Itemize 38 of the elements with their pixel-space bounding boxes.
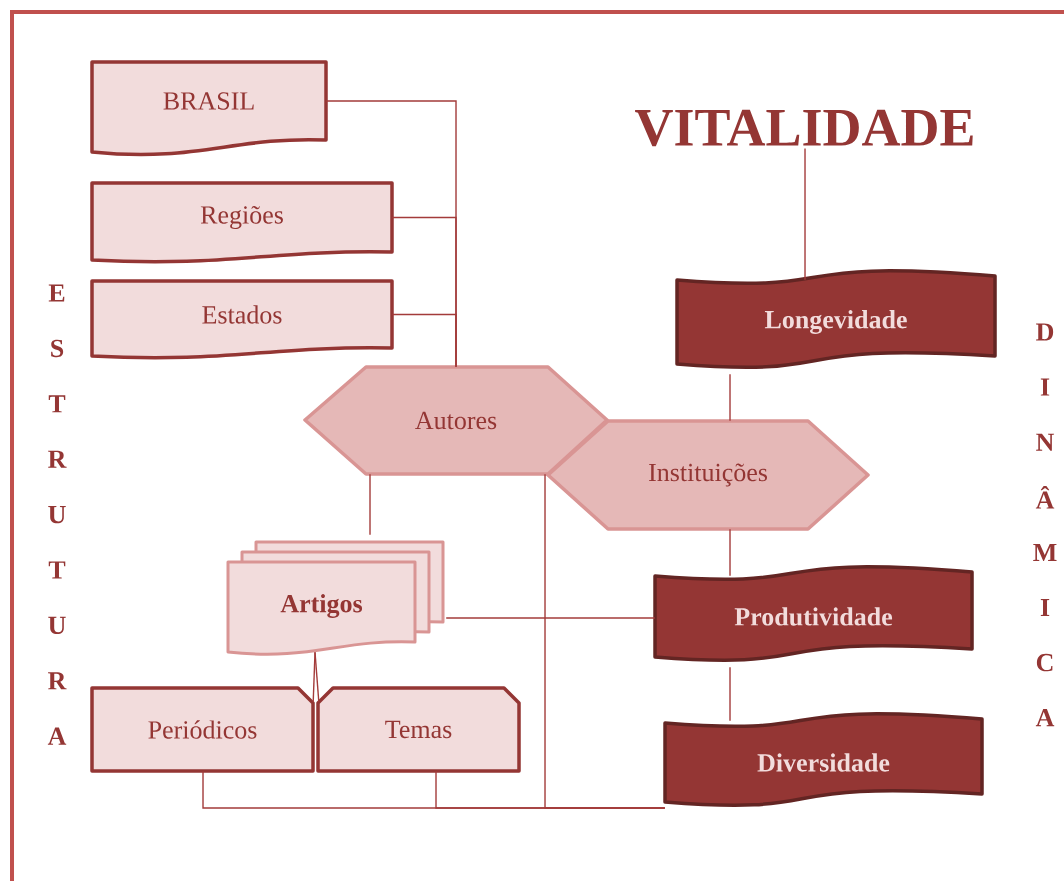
connector-line bbox=[435, 770, 666, 809]
vertical-heading-letter: Â bbox=[1035, 486, 1055, 509]
vertical-heading-letter: E bbox=[48, 284, 65, 302]
connector-line bbox=[729, 373, 731, 422]
document-box: Estados bbox=[90, 279, 394, 360]
connector-line bbox=[369, 473, 371, 536]
banner-box: Produtividade bbox=[653, 565, 974, 663]
vertical-heading-letter: A bbox=[47, 727, 67, 745]
connector-line bbox=[804, 147, 806, 281]
document-box: BRASIL bbox=[90, 60, 328, 157]
vertical-heading-letter: R bbox=[48, 672, 67, 690]
hexagon-box: Autores bbox=[303, 365, 609, 476]
connector-line bbox=[729, 666, 731, 722]
vertical-heading-letter: T bbox=[48, 395, 66, 413]
vertical-heading-letter: N bbox=[1036, 433, 1055, 451]
vertical-heading-letter: R bbox=[48, 450, 67, 468]
vertical-heading-letter: U bbox=[48, 616, 66, 635]
vertical-heading-letter: T bbox=[48, 561, 66, 579]
vertical-heading-letter: U bbox=[48, 505, 66, 524]
hexagon-box: Instituições bbox=[546, 419, 870, 531]
vertical-heading-letter: C bbox=[1036, 653, 1053, 672]
document-box: Regiões bbox=[90, 181, 394, 264]
vertical-heading-letter: I bbox=[1040, 378, 1050, 396]
vertical-heading-letter: I bbox=[1040, 599, 1050, 616]
vertical-heading-letter: M bbox=[1033, 543, 1057, 561]
banner-box: Longevidade bbox=[675, 269, 997, 370]
vertical-heading-letter: S bbox=[51, 339, 64, 358]
vertical-heading-letter: D bbox=[1036, 323, 1054, 341]
connector-line bbox=[729, 528, 731, 577]
heading-text: VITALIDADE bbox=[635, 109, 973, 147]
connector-line bbox=[391, 313, 457, 368]
connector-line bbox=[314, 651, 320, 703]
connector-line bbox=[445, 617, 656, 619]
vertical-heading-letter: A bbox=[1035, 709, 1055, 727]
stacked-documents: Artigos bbox=[226, 540, 445, 656]
banner-box: Diversidade bbox=[663, 712, 984, 808]
tab-box: Temas bbox=[316, 686, 521, 773]
tab-box: Periódicos bbox=[90, 686, 315, 773]
